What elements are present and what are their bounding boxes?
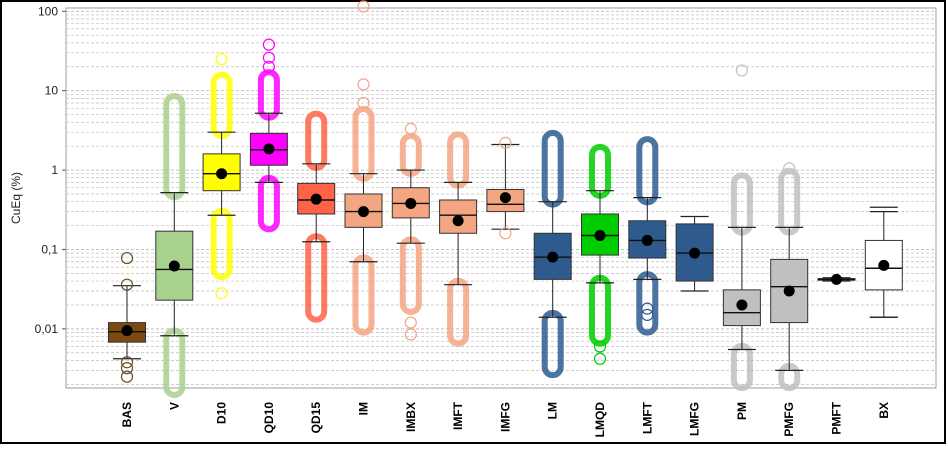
outlier-point <box>357 78 370 91</box>
x-tick-label-qd15: QD15 <box>309 402 323 434</box>
y-axis: 0,01 0,1 1 10 100 <box>35 4 66 336</box>
mean-marker <box>499 192 511 204</box>
x-tick-label-qd10: QD10 <box>262 402 276 434</box>
mean-marker <box>121 325 133 337</box>
x-tick-label-im: IM <box>357 402 371 415</box>
x-tick-label-pm: PM <box>735 402 749 420</box>
x-tick-label-lmft: LMFT <box>640 401 654 434</box>
outlier-point <box>262 60 275 73</box>
outlier-point <box>120 251 134 265</box>
outlier-point <box>120 362 134 375</box>
mean-marker <box>263 143 275 155</box>
x-tick-label-lmqd: LMQD <box>593 402 607 438</box>
box-bx <box>864 206 903 318</box>
outlier-point <box>641 308 654 321</box>
outlier-point <box>215 52 228 66</box>
mean-marker <box>783 285 795 297</box>
outlier-point <box>593 352 607 365</box>
y-axis-label: CuEq (%) <box>9 172 23 224</box>
outlier-point <box>215 287 228 300</box>
box-qd10 <box>249 38 288 233</box>
x-tick-label-imfg: IMFG <box>498 402 512 432</box>
box-lm <box>533 129 572 379</box>
outlier-point <box>262 51 275 64</box>
mean-marker <box>358 206 369 218</box>
box-imbx <box>391 122 430 341</box>
x-tick-label-pmft: PMFT <box>830 401 844 434</box>
x-tick-label-imft: IMFT <box>451 401 465 430</box>
x-tick-label-lm: LM <box>546 402 560 419</box>
outlier-point <box>357 96 370 110</box>
outlier-point <box>499 136 512 149</box>
box-pm <box>722 64 761 392</box>
y-tick-label: 0,01 <box>35 322 59 336</box>
mean-marker <box>216 168 228 180</box>
x-tick-label-bas: BAS <box>120 402 134 427</box>
box-im <box>344 0 383 336</box>
outlier-point <box>120 370 134 383</box>
outlier-point <box>120 356 134 369</box>
mean-marker <box>878 259 890 271</box>
outlier-point <box>120 278 134 291</box>
outlier-point <box>357 0 370 13</box>
outlier-point <box>404 328 417 341</box>
x-tick-label-bx: BX <box>877 402 891 419</box>
box-lmqd <box>581 143 619 365</box>
mean-marker <box>689 247 701 259</box>
box-qd15 <box>297 110 336 323</box>
mean-marker <box>641 234 653 246</box>
box-imfg <box>486 136 525 240</box>
box-d10 <box>202 52 241 300</box>
box-series <box>108 0 903 399</box>
mean-marker <box>310 193 322 205</box>
x-tick-label-v: V <box>167 402 181 410</box>
mean-marker <box>452 215 464 227</box>
outlier-point <box>735 64 749 77</box>
y-tick-label: 10 <box>45 84 59 98</box>
box-pmfg <box>770 162 809 392</box>
mean-marker <box>594 229 606 241</box>
outlier-point <box>404 316 417 329</box>
box-pmft <box>817 273 856 285</box>
outlier-point <box>499 227 512 240</box>
outlier-point <box>641 302 654 315</box>
outlier-point <box>262 38 275 51</box>
outlier-point <box>404 122 417 136</box>
x-tick-label-lmfg: LMFG <box>688 402 702 436</box>
x-tick-label-d10: D10 <box>215 402 229 424</box>
mean-marker <box>547 251 559 263</box>
mean-marker <box>831 273 842 285</box>
box-imft <box>439 131 478 347</box>
mean-marker <box>168 260 180 272</box>
box-bas <box>108 251 146 383</box>
y-tick-label: 0,1 <box>41 242 58 256</box>
box-lmfg <box>675 215 714 292</box>
x-axis: BAS V D10 QD10 QD15 IM IMBX IMFT IMFG LM LMQD LMFT L… <box>120 401 891 437</box>
outlier-point <box>593 340 607 353</box>
mean-marker <box>736 299 748 311</box>
box-v <box>155 92 194 399</box>
box-lmft <box>628 136 667 336</box>
y-tick-label: 1 <box>51 163 58 177</box>
mean-marker <box>405 197 417 209</box>
x-tick-label-imbx: IMBX <box>404 402 418 432</box>
y-tick-label: 100 <box>38 4 58 18</box>
x-tick-label-pmfg: PMFG <box>782 402 796 437</box>
outlier-point <box>783 162 796 175</box>
